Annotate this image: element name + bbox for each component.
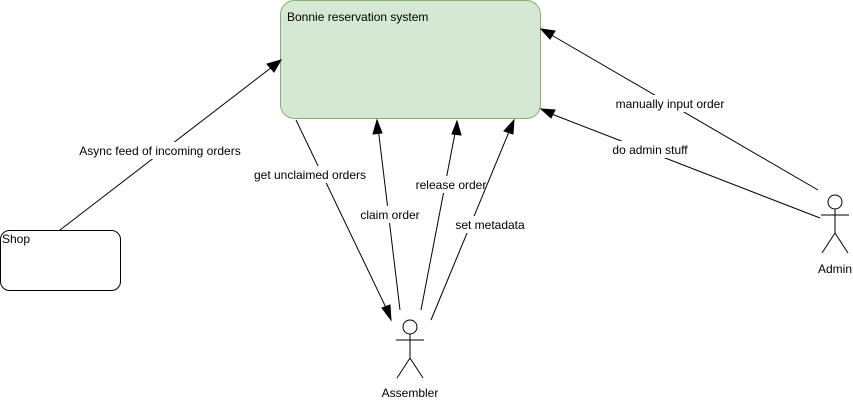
edge-manual-input-label-bg — [612, 95, 728, 112]
edge-admin-stuff-label: do admin stuff — [612, 143, 688, 157]
assembler-leg-left — [396, 357, 411, 379]
assembler-actor[interactable]: Assembler — [382, 319, 439, 400]
edge-admin-stuff-label-bg — [610, 141, 690, 158]
system-label: Bonnie reservation system — [287, 10, 428, 24]
edge-set-metadata-label: set metadata — [455, 218, 525, 232]
edge-set-metadata[interactable]: set metadata — [430, 118, 527, 321]
edge-release-order-line[interactable] — [420, 127, 457, 311]
admin-figure[interactable] — [821, 194, 849, 254]
edge-async-feed-label: Async feed of incoming orders — [79, 144, 240, 158]
edge-admin-stuff-line[interactable] — [548, 112, 821, 219]
edge-get-unclaimed[interactable]: get unclaimed orders — [252, 119, 392, 322]
edge-release-order-arrow — [451, 119, 462, 136]
system-box[interactable] — [280, 0, 541, 119]
assembler-label: Assembler — [382, 386, 439, 400]
shop-label: Shop — [2, 232, 30, 246]
edge-claim-order-label: claim order — [360, 208, 419, 222]
edge-set-metadata-label-bg — [453, 216, 527, 233]
edge-get-unclaimed-label-bg — [252, 166, 368, 183]
assembler-head — [402, 319, 418, 335]
edge-get-unclaimed-line[interactable] — [295, 119, 390, 315]
admin-label: Admin — [818, 262, 852, 276]
shop-node[interactable]: Shop — [0, 230, 121, 291]
edge-claim-order-label-bg — [358, 206, 422, 223]
shop-box[interactable] — [0, 230, 121, 291]
edge-manual-input[interactable]: manually input order — [539, 28, 819, 191]
admin-head — [827, 194, 843, 210]
edge-async-feed-arrow — [266, 59, 283, 73]
assembler-figure[interactable] — [396, 319, 424, 379]
edge-release-order-label-bg — [413, 176, 489, 193]
admin-leg-right — [834, 232, 849, 254]
edge-claim-order-arrow — [372, 118, 383, 135]
edge-release-order[interactable]: release order — [413, 119, 489, 311]
edge-release-order-label: release order — [416, 178, 487, 192]
edge-admin-stuff-arrow — [539, 108, 556, 119]
edge-async-feed-label-bg — [78, 142, 242, 159]
edge-async-feed[interactable]: Async feed of incoming orders — [59, 59, 283, 231]
system-node[interactable]: Bonnie reservation system — [280, 0, 541, 119]
edge-manual-input-label: manually input order — [616, 97, 725, 111]
assembler-leg-right — [409, 357, 424, 379]
admin-leg-left — [821, 232, 836, 254]
edge-get-unclaimed-label: get unclaimed orders — [254, 168, 366, 182]
admin-actor[interactable]: Admin — [818, 194, 852, 276]
edge-manual-input-arrow — [539, 28, 556, 40]
edge-admin-stuff[interactable]: do admin stuff — [539, 108, 821, 219]
edge-get-unclaimed-arrow — [381, 304, 392, 322]
edge-claim-order[interactable]: claim order — [358, 118, 422, 311]
edge-set-metadata-arrow — [503, 118, 515, 135]
